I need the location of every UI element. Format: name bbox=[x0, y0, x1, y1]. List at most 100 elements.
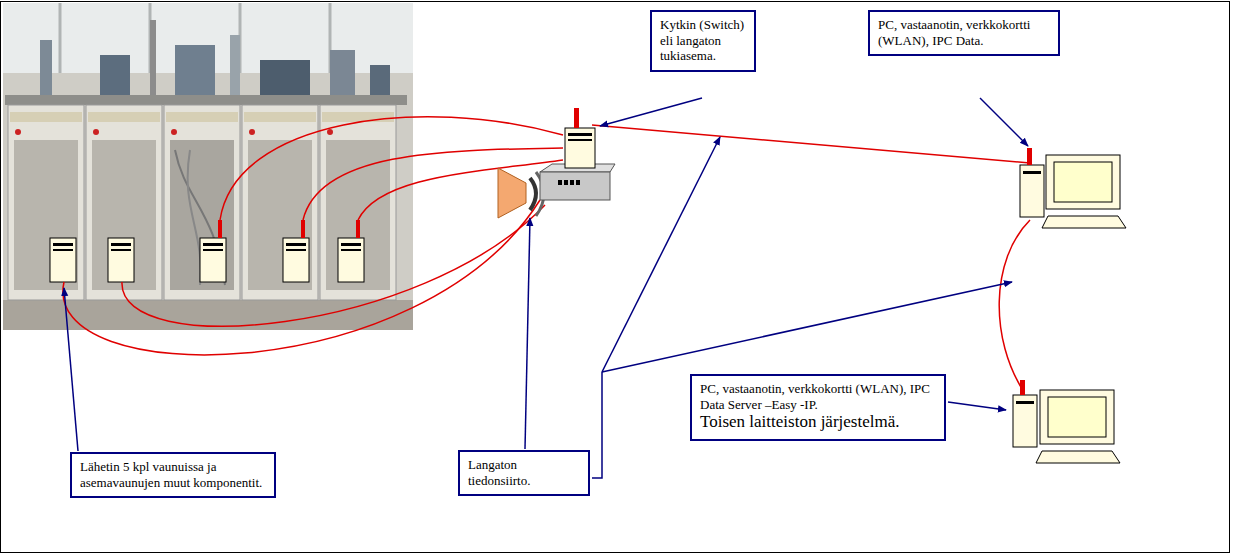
transmitter-icon bbox=[286, 243, 306, 246]
station-photo bbox=[175, 150, 225, 285]
station-photo bbox=[100, 55, 130, 95]
pc-icon bbox=[1023, 171, 1041, 174]
leader-arrow bbox=[525, 218, 530, 449]
switch-callout: Kytkin (Switch) eli langaton tukiasema. bbox=[650, 10, 756, 72]
transmitter-icon bbox=[200, 238, 226, 282]
leader-arrow bbox=[64, 98, 1028, 478]
radio-link bbox=[303, 148, 563, 220]
transmitter-icon bbox=[111, 249, 131, 251]
station-photo bbox=[260, 60, 310, 95]
pc-icon bbox=[1036, 451, 1120, 463]
switch-icon bbox=[530, 178, 536, 210]
station-photo bbox=[166, 112, 238, 122]
transmitter-icon bbox=[218, 220, 222, 238]
leader-arrow bbox=[948, 402, 1006, 410]
station-photo bbox=[370, 65, 390, 95]
station-photo bbox=[320, 105, 396, 300]
radio-link bbox=[220, 117, 563, 220]
station-photo bbox=[322, 112, 394, 122]
wireless-callout: Langaton tiedonsiirto. bbox=[458, 450, 590, 496]
transmitter-icon bbox=[50, 238, 76, 282]
radio-link bbox=[592, 125, 1030, 163]
station-photo bbox=[3, 3, 413, 330]
station-photo bbox=[150, 20, 156, 98]
callout-text: Toisen laitteiston järjestelmä. bbox=[700, 412, 936, 432]
pc-icon bbox=[1016, 401, 1034, 404]
station-photo bbox=[86, 105, 162, 300]
transmitter-icon bbox=[301, 220, 305, 238]
transmitter-icon bbox=[108, 238, 134, 282]
leader-arrow bbox=[64, 288, 78, 451]
transmitter-icon bbox=[286, 249, 306, 251]
pc-icon bbox=[1013, 148, 1126, 463]
leader-arrow bbox=[600, 98, 702, 126]
station-photo bbox=[3, 3, 413, 330]
station-photo bbox=[164, 105, 240, 300]
station-photo bbox=[244, 112, 316, 122]
station-photo bbox=[249, 129, 255, 135]
pc-icon bbox=[1054, 162, 1112, 202]
callout-text: Kytkin (Switch) eli langaton tukiasema. bbox=[660, 17, 746, 64]
station-photo bbox=[171, 129, 177, 135]
transmitter-icon bbox=[283, 238, 309, 282]
station-photo bbox=[248, 140, 312, 290]
station-photo bbox=[15, 129, 21, 135]
pc-icon bbox=[1020, 165, 1044, 217]
switch-icon bbox=[564, 180, 568, 185]
switch-icon bbox=[576, 180, 580, 185]
pc-icon bbox=[1027, 148, 1032, 165]
radio-link bbox=[63, 200, 540, 355]
transmitter-icon bbox=[203, 243, 223, 246]
station-photo bbox=[93, 129, 99, 135]
station-photo bbox=[59, 3, 62, 73]
pc-icon bbox=[1040, 390, 1114, 444]
transmitter-icon bbox=[53, 249, 73, 251]
station-photo bbox=[40, 40, 52, 98]
leader-arrow bbox=[602, 282, 1012, 372]
radio-link bbox=[122, 205, 545, 326]
radio-link bbox=[999, 220, 1030, 392]
switch-icon bbox=[540, 172, 610, 200]
switch-icon bbox=[498, 108, 615, 218]
pc-callout: PC, vastaanotin, verkkokortti (WLAN), IP… bbox=[868, 10, 1060, 56]
station-photo bbox=[170, 140, 234, 290]
transmitter-icon bbox=[111, 243, 131, 246]
pc-icon bbox=[1046, 155, 1120, 209]
transmitter-icon bbox=[341, 249, 361, 251]
switch-icon bbox=[574, 108, 579, 128]
pc-icon bbox=[1048, 397, 1106, 437]
station-photo bbox=[88, 112, 160, 122]
transmitter-icon bbox=[203, 249, 223, 251]
transmitter-icon bbox=[53, 243, 73, 246]
station-photo bbox=[14, 140, 78, 290]
switch-icon bbox=[568, 133, 592, 136]
callout-text: PC, vastaanotin, verkkokortti (WLAN), IP… bbox=[878, 17, 1050, 48]
station-photo bbox=[175, 45, 215, 95]
leader-arrow bbox=[592, 372, 602, 478]
transmitter-icon bbox=[356, 220, 360, 238]
transmitter-icon bbox=[338, 238, 364, 282]
pc-icon bbox=[1042, 216, 1126, 228]
callout-text: PC, vastaanotin, verkkokortti (WLAN), IP… bbox=[700, 381, 936, 412]
switch-icon bbox=[565, 128, 595, 168]
callout-text: Langaton tiedonsiirto. bbox=[468, 457, 580, 488]
leader-arrow bbox=[980, 98, 1028, 146]
transmitter-icon bbox=[50, 220, 364, 282]
station-photo bbox=[242, 105, 318, 300]
station-photo bbox=[10, 112, 82, 122]
pc-icon bbox=[1020, 380, 1025, 395]
station-photo bbox=[5, 95, 407, 105]
station-photo bbox=[92, 140, 156, 290]
station-photo bbox=[230, 35, 240, 97]
switch-icon bbox=[568, 139, 592, 141]
switch-icon bbox=[558, 180, 562, 185]
station-photo bbox=[327, 129, 333, 135]
server-callout: PC, vastaanotin, verkkokortti (WLAN), IP… bbox=[690, 374, 946, 441]
switch-icon bbox=[498, 168, 526, 218]
leader-arrow bbox=[602, 137, 720, 372]
station-photo bbox=[8, 105, 84, 300]
station-photo bbox=[188, 150, 201, 285]
